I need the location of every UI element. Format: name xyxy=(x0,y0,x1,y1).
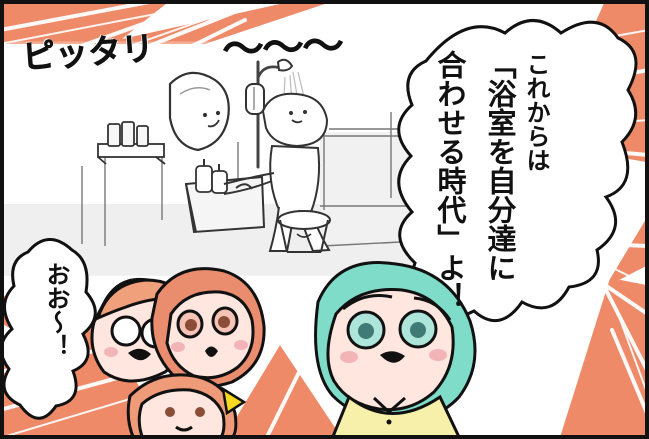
left-reaction-bubble xyxy=(0,238,97,420)
sound-effect-text: ピッタリ xyxy=(20,28,156,77)
mirror-icon xyxy=(168,71,230,152)
character-red-hair-woman xyxy=(150,267,266,388)
character-child xyxy=(126,373,247,439)
bottle-icon xyxy=(107,121,149,147)
speech-line-2: 「浴室を自分達に xyxy=(483,50,517,282)
sound-effect-tilde: 〜〜〜 xyxy=(221,20,343,75)
speech-line-3: 合わせる時代」よ！ xyxy=(433,50,467,311)
stool-icon xyxy=(277,210,331,253)
speech-line-1: これからは xyxy=(522,52,550,172)
shelf-with-bottles xyxy=(97,121,166,165)
reaction-text: おお〜！ xyxy=(42,262,70,358)
character-teal-hair-woman xyxy=(314,261,477,439)
right-speech-bubble xyxy=(397,19,638,323)
